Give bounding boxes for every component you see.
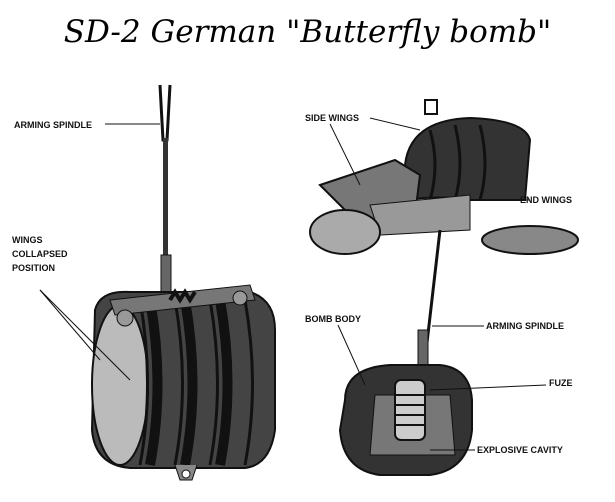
label-arming-spindle: ARMING SPINDLE — [14, 120, 92, 130]
label-wings: WINGS — [12, 235, 43, 245]
label-arming-spindle-right: ARMING SPINDLE — [486, 321, 564, 331]
label-collapsed: COLLAPSED — [12, 249, 68, 259]
label-position: POSITION — [12, 263, 55, 273]
label-end-wings: END WINGS — [520, 195, 572, 205]
diagram-title: SD-2 German "Butterfly bomb" — [63, 14, 552, 50]
collapsed-bomb-illustration — [90, 84, 276, 481]
label-side-wings: SIDE WINGS — [305, 113, 359, 123]
label-explosive-cavity: EXPLOSIVE CAVITY — [477, 445, 563, 455]
left-leader-lines — [39, 123, 160, 381]
deployed-bomb-illustration — [309, 99, 579, 476]
right-leader-lines — [329, 117, 547, 451]
label-bomb-body: BOMB BODY — [305, 314, 361, 324]
label-fuze: FUZE — [549, 378, 573, 388]
